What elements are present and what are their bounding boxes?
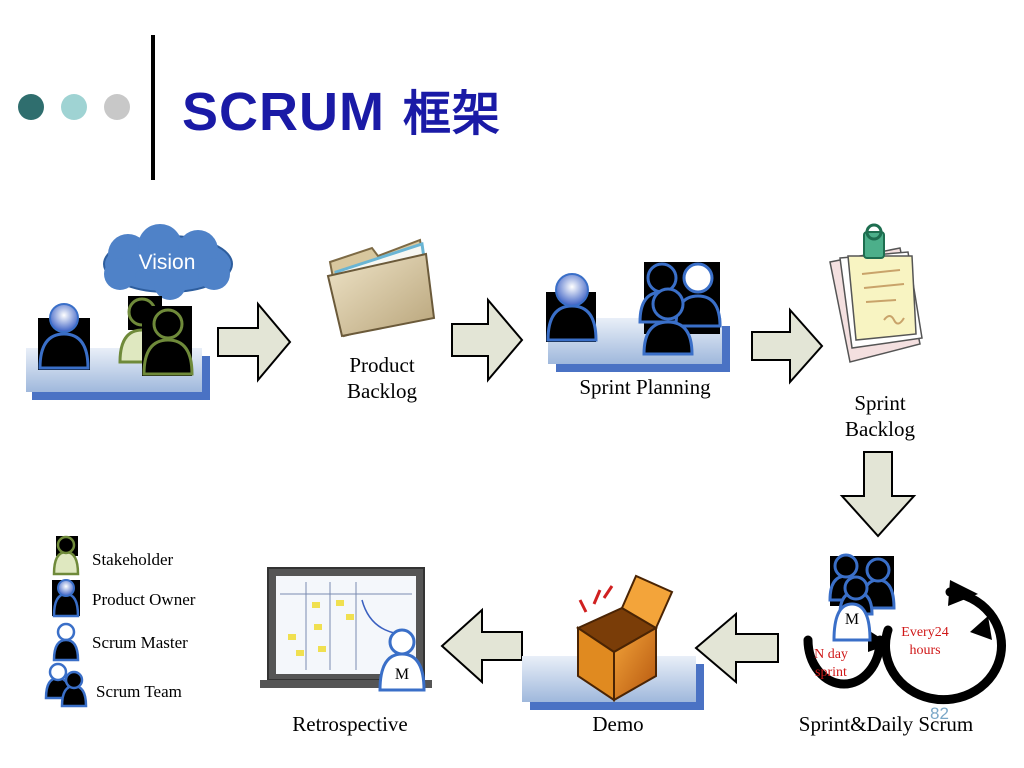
sprint-backlog-line1: Sprint [854, 391, 906, 415]
scrum-master-badge-scrum: M [844, 611, 860, 628]
product-owner-figure [38, 303, 90, 370]
product-backlog-line2: Backlog [347, 379, 417, 403]
retrospective-label: Retrospective [292, 712, 408, 736]
arrow-3 [751, 307, 824, 385]
product-backlog-label: Product Backlog [322, 352, 442, 404]
arrow-left-2 [440, 607, 523, 685]
sprint-backlog-notes-icon [829, 223, 923, 363]
vision-label: Vision [138, 251, 196, 274]
decor-dot-gray [104, 94, 130, 120]
demo-label: Demo [592, 712, 644, 736]
vision-cloud-icon [103, 224, 233, 300]
sprint-planning-label: Sprint Planning [579, 375, 711, 399]
n-day-sprint-line1: N day [814, 647, 848, 662]
arrow-1 [217, 301, 292, 383]
sprint-planning-stage [546, 262, 730, 372]
legend-product-owner-label: Product Owner [92, 590, 196, 609]
n-day-sprint-line2: sprint [815, 665, 847, 680]
vision-stage [26, 224, 233, 400]
legend-scrum-master-icon [52, 622, 80, 662]
daily-scrum-team [828, 553, 896, 642]
legend-stakeholder-icon [52, 535, 80, 576]
retrospective-board-icon [260, 567, 432, 692]
sprint-daily-scrum-label: Sprint&Daily Scrum [798, 712, 974, 736]
planning-scrum-team [638, 262, 722, 356]
sprint-backlog-label: Sprint Backlog [820, 390, 940, 442]
every-24-hours-line2: hours [909, 643, 941, 658]
decor-dot-teal [61, 94, 87, 120]
scrum-master-badge-retro: M [394, 666, 410, 683]
every-24-hours-line1: Every24 [901, 625, 949, 640]
legend-scrum-team-label: Scrum Team [96, 682, 182, 701]
legend-scrum-team-icon [44, 662, 88, 708]
demo-box-icon [575, 574, 674, 702]
title-cjk-text: 框架 [403, 86, 502, 142]
legend-stakeholder-label: Stakeholder [92, 550, 174, 569]
product-backlog-folder-icon [326, 238, 436, 338]
stakeholder-figures [118, 296, 194, 376]
product-backlog-line1: Product [349, 353, 415, 377]
n-day-sprint-label: N day sprint [806, 646, 856, 682]
arrow-left-1 [694, 611, 779, 685]
sprint-cycle-icon [803, 587, 1006, 705]
legend-scrum-master-label: Scrum Master [92, 633, 188, 652]
arrow-2 [451, 297, 524, 383]
decor-dot-dark [18, 94, 44, 120]
page-number: 82 [930, 704, 949, 723]
title-divider [151, 35, 155, 180]
page-title: SCRUM 框架 [182, 74, 501, 144]
retro-scrum-master [378, 628, 426, 692]
every-24-hours-label: Every24 hours [894, 624, 956, 660]
planning-product-owner [546, 273, 598, 342]
title-text: SCRUM [182, 82, 385, 142]
sprint-backlog-line2: Backlog [845, 417, 915, 441]
legend-product-owner-icon [52, 579, 80, 618]
sprint-daily-scrum-stage [803, 553, 1006, 705]
arrow-down [839, 451, 917, 538]
demo-stage [522, 574, 704, 710]
